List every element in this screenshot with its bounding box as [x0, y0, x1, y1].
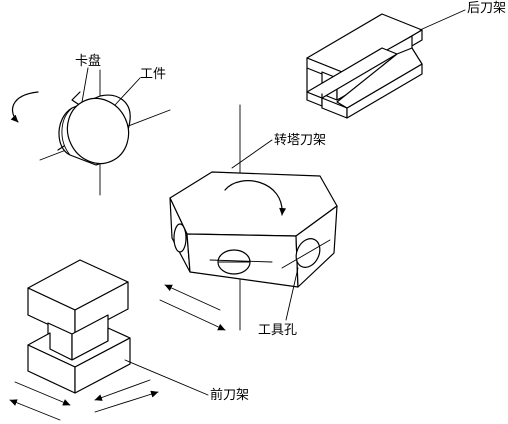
chuck-workpiece [10, 67, 171, 196]
turret-rotation-arrow [224, 180, 287, 216]
label-rear-tool-post: 后刀架 [467, 1, 506, 16]
label-workpiece: 工件 [140, 67, 166, 82]
label-turret-tool-post: 转塔刀架 [274, 133, 326, 148]
turret-leader [231, 139, 273, 169]
label-front-tool-post: 前刀架 [210, 387, 249, 403]
tool-hole-leader [285, 267, 299, 321]
workpiece-leader [114, 77, 141, 106]
chuck-rotation-arrow [10, 91, 39, 123]
front-tool-post-leader [124, 359, 209, 396]
label-tool-hole: 工具孔 [258, 323, 297, 338]
rear-tool-post-leader [419, 9, 466, 31]
tool-hole-left [173, 223, 187, 253]
rear-tool-post [306, 9, 466, 119]
label-chuck: 卡盘 [75, 53, 101, 69]
front-tool-post [27, 259, 209, 396]
chuck-leader [81, 67, 89, 103]
turret-tool-post [169, 104, 338, 331]
feed-arrows [9, 284, 226, 421]
